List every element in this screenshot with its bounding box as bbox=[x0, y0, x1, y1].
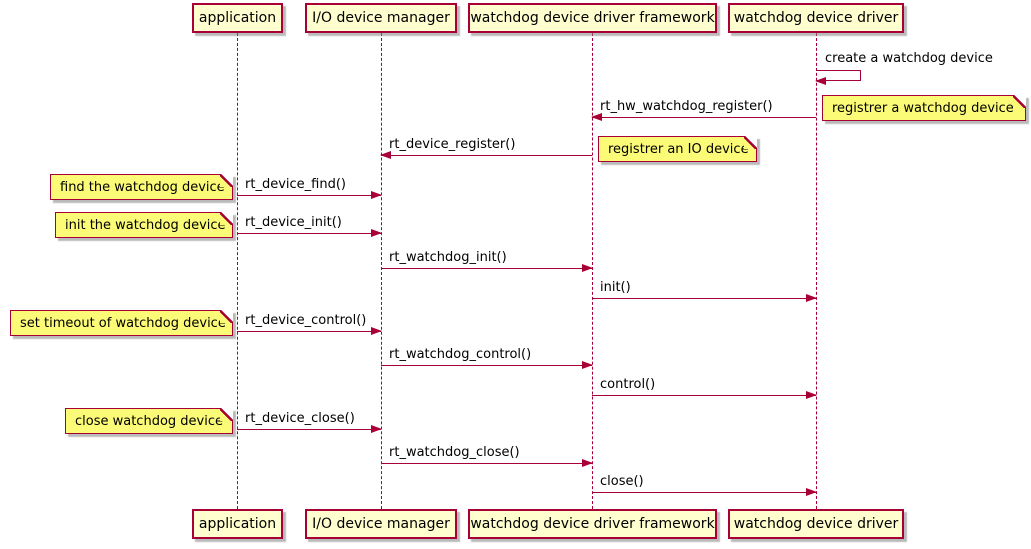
note-label: init the watchdog device bbox=[65, 217, 226, 233]
arrowhead-right-icon bbox=[582, 264, 593, 272]
arrowhead-right-icon bbox=[371, 191, 382, 199]
message-control: control() bbox=[592, 377, 817, 399]
participant-watchdog-device-driver-bottom: watchdog device driver bbox=[728, 509, 904, 539]
arrowhead-right-icon bbox=[806, 391, 817, 399]
note-fold-icon bbox=[220, 310, 233, 323]
note-set-timeout-of-watchdog-device: set timeout of watchdog device bbox=[10, 310, 233, 336]
message-label: rt_watchdog_control() bbox=[389, 347, 532, 362]
participant-watchdog-device-driver-framework-bottom: watchdog device driver framework bbox=[468, 509, 717, 539]
note-init-the-watchdog-device: init the watchdog device bbox=[55, 212, 233, 238]
self-message-label: create a watchdog device bbox=[825, 51, 993, 66]
message-label: rt_device_register() bbox=[389, 137, 516, 152]
arrowhead-left-icon bbox=[380, 151, 391, 159]
message-close: close() bbox=[592, 474, 817, 496]
participant-watchdog-device-driver-framework-top: watchdog device driver framework bbox=[468, 3, 717, 33]
message-label: rt_device_init() bbox=[245, 215, 342, 230]
message-label: rt_device_find() bbox=[245, 177, 346, 192]
arrowhead-left-icon bbox=[591, 113, 602, 121]
note-label: registrer a watchdog device bbox=[832, 100, 1014, 116]
message-rt-hw-watchdog-register: rt_hw_watchdog_register() bbox=[591, 99, 816, 121]
participant-label: watchdog device driver bbox=[733, 10, 899, 26]
arrowhead-right-icon bbox=[371, 229, 382, 237]
note-close-watchdog-device: close watchdog device bbox=[65, 408, 233, 434]
arrowhead-right-icon bbox=[371, 425, 382, 433]
note-find-the-watchdog-device: find the watchdog device bbox=[50, 174, 233, 200]
message-rt-watchdog-control: rt_watchdog_control() bbox=[381, 347, 593, 369]
note-fold-icon bbox=[1013, 95, 1026, 108]
participant-application-bottom: application bbox=[192, 509, 283, 539]
participant-label: watchdog device driver framework bbox=[470, 516, 715, 532]
arrowhead-right-icon bbox=[582, 361, 593, 369]
message-rt-device-init: rt_device_init() bbox=[237, 215, 382, 237]
message-label: rt_device_control() bbox=[245, 313, 367, 328]
message-rt-device-close: rt_device_close() bbox=[237, 411, 382, 433]
note-fold-icon bbox=[220, 212, 233, 225]
participant-label: application bbox=[198, 10, 277, 26]
participant-watchdog-device-driver-top: watchdog device driver bbox=[728, 3, 904, 33]
arrowhead-left-icon bbox=[815, 77, 826, 85]
self-message-loop bbox=[815, 70, 861, 85]
message-label: init() bbox=[600, 280, 631, 295]
participant-label: watchdog device driver bbox=[733, 516, 899, 532]
note-registrer-an-io-device: registrer an IO device bbox=[598, 136, 757, 162]
participant-label: watchdog device driver framework bbox=[470, 10, 715, 26]
message-label: rt_hw_watchdog_register() bbox=[600, 99, 773, 114]
note-fold-icon bbox=[220, 408, 233, 421]
arrowhead-right-icon bbox=[371, 327, 382, 335]
message-rt-watchdog-init: rt_watchdog_init() bbox=[381, 250, 593, 272]
note-label: set timeout of watchdog device bbox=[20, 315, 226, 331]
arrowhead-right-icon bbox=[582, 459, 593, 467]
message-rt-device-find: rt_device_find() bbox=[237, 177, 382, 199]
participant-label: I/O device manager bbox=[312, 516, 450, 532]
participant-application-top: application bbox=[192, 3, 283, 33]
note-fold-icon bbox=[220, 174, 233, 187]
participant-label: application bbox=[198, 516, 277, 532]
participant-label: I/O device manager bbox=[312, 10, 450, 26]
message-label: close() bbox=[600, 474, 644, 489]
note-label: close watchdog device bbox=[75, 413, 223, 429]
message-label: rt_device_close() bbox=[245, 411, 355, 426]
note-label: registrer an IO device bbox=[608, 141, 749, 157]
lifeline-io-device-manager bbox=[381, 33, 382, 509]
message-label: rt_watchdog_init() bbox=[389, 250, 507, 265]
message-rt-device-control: rt_device_control() bbox=[237, 313, 382, 335]
lifeline-watchdog-device-driver bbox=[816, 33, 817, 509]
arrowhead-right-icon bbox=[806, 488, 817, 496]
message-rt-device-register: rt_device_register() bbox=[380, 137, 592, 159]
note-registrer-a-watchdog-device: registrer a watchdog device bbox=[822, 95, 1026, 121]
note-label: find the watchdog device bbox=[60, 179, 225, 195]
participant-io-device-manager-top: I/O device manager bbox=[305, 3, 457, 33]
arrowhead-right-icon bbox=[806, 294, 817, 302]
message-rt-watchdog-close: rt_watchdog_close() bbox=[381, 445, 593, 467]
note-fold-icon bbox=[744, 136, 757, 149]
lifeline-application bbox=[237, 33, 238, 509]
message-label: rt_watchdog_close() bbox=[389, 445, 520, 460]
message-label: control() bbox=[600, 377, 656, 392]
message-init: init() bbox=[592, 280, 817, 302]
participant-io-device-manager-bottom: I/O device manager bbox=[305, 509, 457, 539]
